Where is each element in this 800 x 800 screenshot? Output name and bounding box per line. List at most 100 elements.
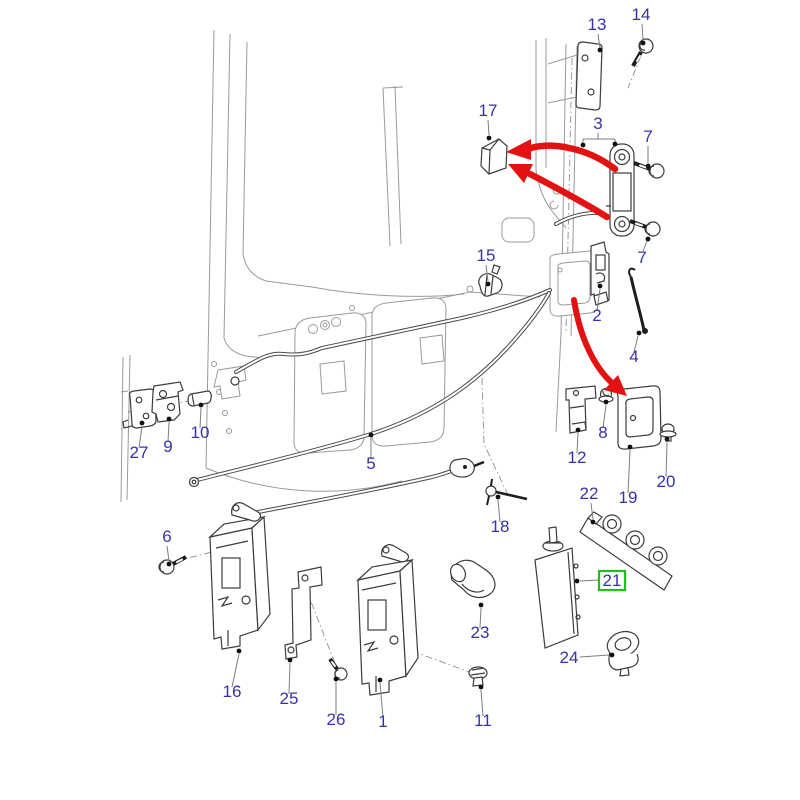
part-number-text: 17 bbox=[479, 101, 498, 120]
part-label-9[interactable]: 9 bbox=[163, 416, 173, 456]
leader-line bbox=[627, 449, 631, 494]
red-arrow-lower-to-cover-17-shaft bbox=[526, 170, 611, 221]
part-label-21-selected[interactable]: 21 bbox=[574, 569, 627, 592]
leader-dot bbox=[580, 142, 586, 148]
part-9-hinge-bracket bbox=[151, 381, 184, 423]
leader-line bbox=[641, 23, 644, 41]
leader-line bbox=[633, 335, 639, 353]
leader-dot bbox=[478, 602, 484, 608]
leader-dot bbox=[590, 519, 596, 525]
part-number-text: 24 bbox=[560, 648, 579, 667]
leader-dot bbox=[333, 676, 339, 682]
part-7-screw-lower bbox=[629, 219, 661, 237]
part-number-text: 22 bbox=[580, 484, 599, 503]
part-19-gasket-plate bbox=[617, 385, 662, 450]
leader-dot bbox=[139, 420, 145, 426]
leader-dot bbox=[287, 657, 293, 663]
leader-line bbox=[138, 425, 143, 449]
part-number-text: 21 bbox=[603, 571, 622, 590]
release-cables bbox=[188, 210, 604, 514]
part-label-16[interactable]: 16 bbox=[223, 648, 242, 701]
cable-clevis-end bbox=[449, 458, 475, 478]
part-8-nut bbox=[598, 387, 614, 403]
part-27-hinge-plate bbox=[122, 388, 157, 429]
leader-dot bbox=[575, 427, 581, 433]
part-number-text: 7 bbox=[637, 248, 646, 267]
part-label-11[interactable]: 11 bbox=[474, 684, 492, 730]
leader-line bbox=[479, 607, 482, 629]
leader-line bbox=[485, 264, 489, 282]
part-26-screw bbox=[328, 657, 348, 681]
part-label-2[interactable]: 2 bbox=[592, 283, 603, 325]
cable-upper-run bbox=[230, 288, 552, 386]
part-number-text: 18 bbox=[491, 517, 510, 536]
part-label-7[interactable]: 7 bbox=[643, 127, 653, 169]
part-1-door-lock bbox=[355, 544, 419, 696]
part-24-grommet bbox=[606, 630, 640, 677]
part-label-6[interactable]: 6 bbox=[162, 527, 172, 567]
red-arrow-upper-to-cover-17-head bbox=[506, 139, 531, 160]
cable-main-run-part-5 bbox=[188, 291, 551, 488]
part-label-18[interactable]: 18 bbox=[491, 494, 510, 536]
leader-line bbox=[596, 288, 601, 312]
part-17-cover-cap bbox=[480, 138, 508, 175]
part-label-3[interactable]: 3 bbox=[580, 114, 618, 148]
part-label-15[interactable]: 15 bbox=[477, 246, 496, 287]
part-6-screw bbox=[158, 555, 187, 575]
part-label-12[interactable]: 12 bbox=[568, 427, 587, 467]
part-label-14[interactable]: 14 bbox=[632, 5, 651, 46]
part-label-27[interactable]: 27 bbox=[130, 420, 149, 462]
leader-line bbox=[199, 407, 202, 429]
leader-dot bbox=[166, 416, 172, 422]
part-label-5[interactable]: 5 bbox=[366, 432, 376, 473]
part-label-23[interactable]: 23 bbox=[471, 602, 490, 642]
leader-line bbox=[579, 579, 600, 582]
leader-line bbox=[597, 33, 601, 49]
part-label-26[interactable]: 26 bbox=[327, 676, 346, 729]
part-2-striker bbox=[590, 241, 610, 306]
part-number-text: 23 bbox=[471, 623, 490, 642]
part-label-19[interactable]: 19 bbox=[619, 444, 638, 507]
part-number-text: 7 bbox=[643, 127, 652, 146]
part-number-text: 15 bbox=[477, 246, 496, 265]
leader-line bbox=[590, 502, 594, 520]
leader-line bbox=[379, 682, 384, 718]
part-number-text: 10 bbox=[191, 423, 210, 442]
part-22-cable-clip-strip bbox=[579, 511, 673, 591]
leader-dot bbox=[640, 40, 646, 46]
part-label-17[interactable]: 17 bbox=[479, 101, 498, 141]
red-arrow-upper-to-cover-17-shaft bbox=[524, 142, 619, 173]
part-number-text: 26 bbox=[327, 710, 346, 729]
leader-dot bbox=[597, 283, 603, 289]
part-label-20[interactable]: 20 bbox=[657, 436, 676, 491]
leader-dot bbox=[377, 677, 383, 683]
part-10-pin bbox=[187, 390, 212, 407]
part-3-hinge-bracket bbox=[606, 143, 635, 237]
leader-dot bbox=[645, 163, 651, 169]
leader-dot bbox=[368, 432, 374, 438]
red-arrow-down-to-plate-19-head bbox=[604, 375, 627, 396]
part-label-13[interactable]: 13 bbox=[588, 15, 607, 53]
part-number-text: 27 bbox=[130, 443, 149, 462]
part-label-24[interactable]: 24 bbox=[560, 648, 615, 667]
part-label-25[interactable]: 25 bbox=[280, 657, 299, 708]
leader-line bbox=[167, 421, 170, 443]
part-15-grommet-knob bbox=[478, 264, 503, 297]
part-number-text: 11 bbox=[474, 711, 492, 730]
part-label-10[interactable]: 10 bbox=[191, 402, 210, 442]
part-label-1[interactable]: 1 bbox=[377, 677, 388, 731]
leader-dot bbox=[597, 47, 603, 53]
leader-line bbox=[602, 404, 607, 429]
part-number-text: 13 bbox=[588, 15, 607, 34]
part-label-7[interactable]: 7 bbox=[637, 236, 651, 267]
part-label-8[interactable]: 8 bbox=[598, 399, 609, 442]
part-number-text: 14 bbox=[632, 5, 651, 24]
leader-dot bbox=[645, 236, 651, 242]
part-labels-layer: 13 14 17 3 7 7 15 24 27 9 10 5 12 819 20 22 18 6 16 25 26 1 23… bbox=[130, 5, 676, 731]
part-label-22[interactable]: 22 bbox=[580, 484, 599, 525]
part-11-knob-clip bbox=[468, 666, 488, 687]
leader-line bbox=[487, 119, 490, 136]
part-label-4[interactable]: 4 bbox=[629, 330, 642, 366]
